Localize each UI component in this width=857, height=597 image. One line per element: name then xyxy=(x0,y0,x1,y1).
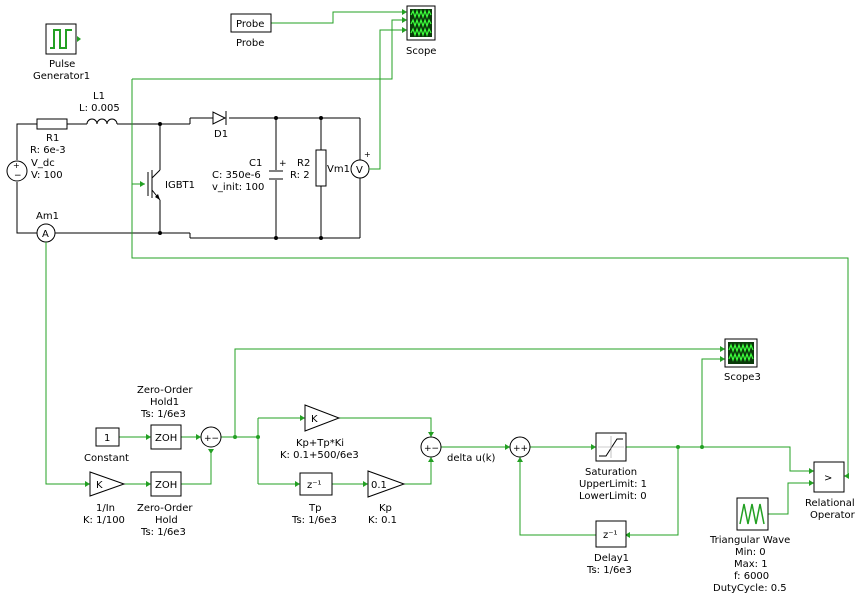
triangular-wave-block[interactable] xyxy=(736,497,769,531)
r2-resistor[interactable] xyxy=(315,149,327,187)
kp-line1: Kp xyxy=(379,503,392,514)
gain-kp-tp-block[interactable]: K xyxy=(304,404,341,432)
gain-1-in-block[interactable]: K xyxy=(89,471,126,497)
scope3-caption: Scope3 xyxy=(724,372,761,383)
saturation-line3: LowerLimit: 0 xyxy=(579,491,647,502)
zoh1-label: ZOH xyxy=(155,433,177,444)
kp-gain-block[interactable]: 0.1 xyxy=(367,470,406,498)
d1-name: D1 xyxy=(214,129,228,140)
probe-label: Probe xyxy=(236,19,264,30)
delta-u-label: delta u(k) xyxy=(447,453,496,464)
zoh1-line2: Hold1 xyxy=(150,397,179,408)
l1-name: L1 xyxy=(93,91,105,102)
zoh-line1: Zero-Order xyxy=(137,503,193,514)
constant-block[interactable]: 1 xyxy=(95,427,120,447)
zoh-block[interactable]: ZOH xyxy=(150,471,182,497)
am1-name: Am1 xyxy=(36,211,59,222)
svg-text:+: + xyxy=(364,150,371,159)
vm1-name: Vm1 xyxy=(327,164,350,175)
gain-1-in-label: K xyxy=(96,480,103,491)
delay1-label: z⁻¹ xyxy=(603,530,618,541)
igbt1-name: IGBT1 xyxy=(165,180,195,191)
r1-resistor[interactable] xyxy=(36,118,68,130)
r2-param: R: 2 xyxy=(290,170,310,181)
signal-junctions xyxy=(233,435,704,449)
sum2-signs: +− xyxy=(424,444,439,454)
signal-arrowheads xyxy=(85,9,849,538)
vdc-source[interactable]: + − xyxy=(6,160,28,182)
delay1-line1: Delay1 xyxy=(594,553,629,564)
relational-line1: Relational xyxy=(805,498,855,509)
gain-kp-tp-line2: K: 0.1+500/6e3 xyxy=(280,450,359,461)
constant-value: 1 xyxy=(104,433,110,444)
triangular-line5: DutyCycle: 0.5 xyxy=(713,583,787,594)
tp-line1: Tp xyxy=(308,503,321,514)
c1-name: C1 xyxy=(249,158,262,169)
sum3-block[interactable]: ++ xyxy=(509,436,531,458)
relational-line2: Operator xyxy=(810,510,856,521)
svg-text:+: + xyxy=(13,161,20,170)
r1-name: R1 xyxy=(46,133,59,144)
zoh-line2: Hold xyxy=(155,515,178,526)
pulse-generator-block[interactable] xyxy=(45,23,81,55)
vm1-voltmeter[interactable]: V + xyxy=(350,150,371,179)
triangular-line2: Min: 0 xyxy=(735,547,766,558)
gain-1-in-line2: K: 1/100 xyxy=(83,515,125,526)
triangular-line3: Max: 1 xyxy=(734,559,768,570)
delay1-line2: Ts: 1/6e3 xyxy=(586,565,632,576)
c1-param1: C: 350e-6 xyxy=(212,170,261,181)
tp-label: z⁻¹ xyxy=(307,480,322,491)
svg-text:+: + xyxy=(279,159,287,169)
triangular-line4: f: 6000 xyxy=(734,571,769,582)
d1-diode[interactable] xyxy=(212,111,227,125)
l1-inductor[interactable] xyxy=(86,118,118,125)
saturation-line2: UpperLimit: 1 xyxy=(579,479,647,490)
kp-line2: K: 0.1 xyxy=(368,515,397,526)
sum3-signs: ++ xyxy=(513,444,528,454)
zoh1-block[interactable]: ZOH xyxy=(150,424,182,450)
r1-param: R: 6e-3 xyxy=(30,145,66,156)
saturation-block[interactable] xyxy=(595,432,627,462)
scope-block[interactable] xyxy=(406,5,436,41)
zoh1-line3: Ts: 1/6e3 xyxy=(140,409,186,420)
scope-caption: Scope xyxy=(406,46,436,57)
delay1-block[interactable]: z⁻¹ xyxy=(595,520,627,548)
l1-param: L: 0.005 xyxy=(79,103,120,114)
relational-label: > xyxy=(824,473,832,484)
sum2-block[interactable]: +− xyxy=(420,436,442,458)
constant-caption: Constant xyxy=(84,453,129,464)
vm1-symbol: V xyxy=(356,165,363,176)
r2-name: R2 xyxy=(297,158,310,169)
am1-ammeter[interactable]: A xyxy=(36,223,56,243)
sum1-block[interactable]: +− xyxy=(200,426,222,448)
zoh-line3: Ts: 1/6e3 xyxy=(140,527,186,538)
am1-symbol: A xyxy=(42,229,49,240)
gain-kp-tp-label: K xyxy=(311,414,318,425)
scope3-block[interactable] xyxy=(724,338,758,368)
sum1-signs: +− xyxy=(204,434,219,444)
gain-kp-tp-line1: Kp+Tp*Ki xyxy=(296,438,344,449)
probe-caption: Probe xyxy=(236,38,264,49)
tp-line2: Ts: 1/6e3 xyxy=(291,515,337,526)
kp-label: 0.1 xyxy=(371,480,387,491)
c1-param2: v_init: 100 xyxy=(212,182,264,193)
pulse-generator-line1: Pulse xyxy=(49,59,75,70)
c1-capacitor[interactable]: + xyxy=(269,159,287,180)
relational-operator-block[interactable]: > xyxy=(813,461,845,493)
svg-text:−: − xyxy=(14,171,22,181)
saturation-line1: Saturation xyxy=(585,467,637,478)
electrical-wires xyxy=(16,117,361,239)
junction-dots xyxy=(158,116,323,240)
zoh-label: ZOH xyxy=(155,480,177,491)
vdc-name: V_dc xyxy=(31,158,55,169)
pulse-generator-line2: Generator1 xyxy=(33,71,90,82)
igbt1-switch[interactable] xyxy=(147,169,161,201)
gain-1-in-line1: 1/In xyxy=(96,503,115,514)
triangular-line1: Triangular Wave xyxy=(709,535,790,546)
zoh1-line1: Zero-Order xyxy=(137,385,193,396)
probe-block[interactable]: Probe xyxy=(230,13,272,33)
vdc-param: V: 100 xyxy=(31,170,63,181)
tp-delay-block[interactable]: z⁻¹ xyxy=(299,472,333,496)
